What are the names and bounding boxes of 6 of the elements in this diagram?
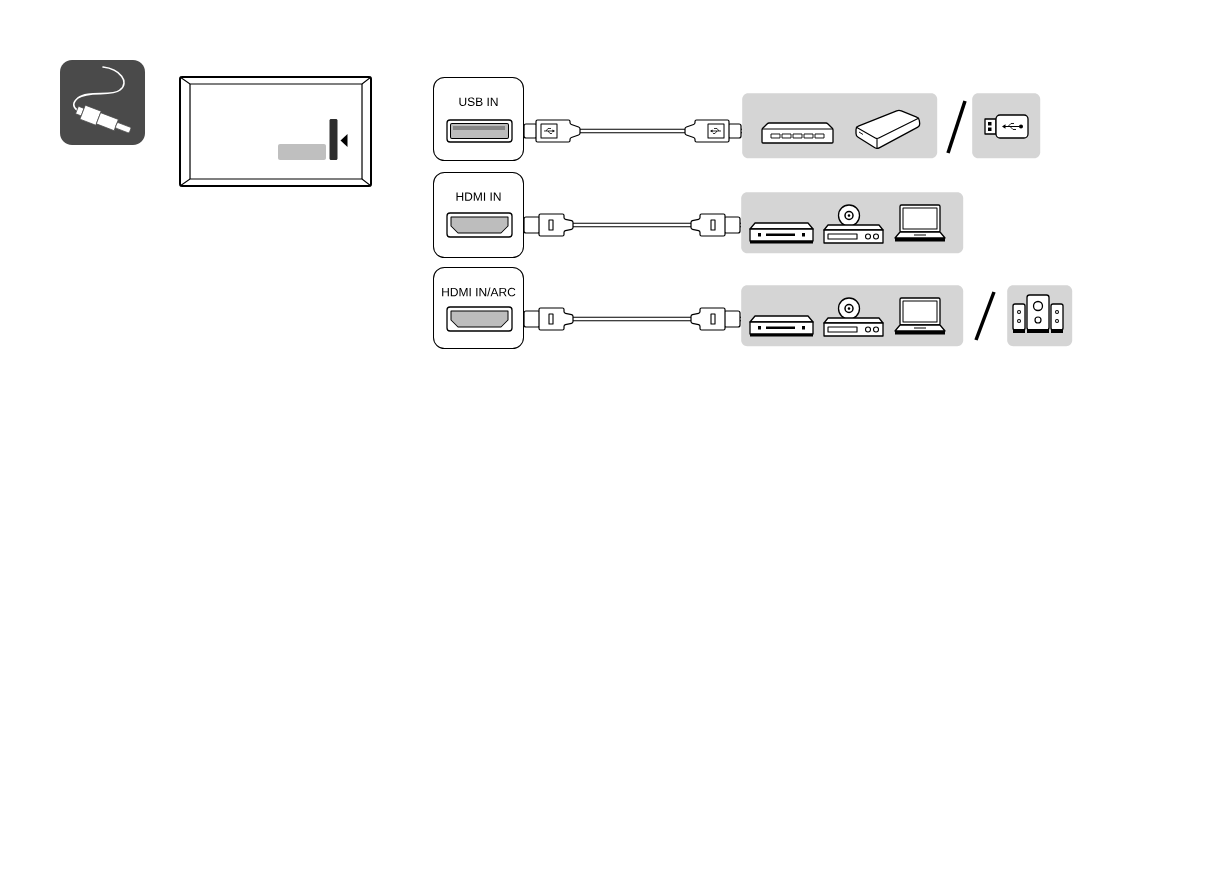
hdmi-cable (523, 213, 741, 237)
hdmi-cable (523, 307, 741, 331)
usb-cable (523, 119, 742, 143)
port-box: USB IN (433, 77, 524, 161)
port-box: HDMI IN/ARC (433, 267, 524, 349)
port-box: HDMI IN (433, 172, 524, 258)
